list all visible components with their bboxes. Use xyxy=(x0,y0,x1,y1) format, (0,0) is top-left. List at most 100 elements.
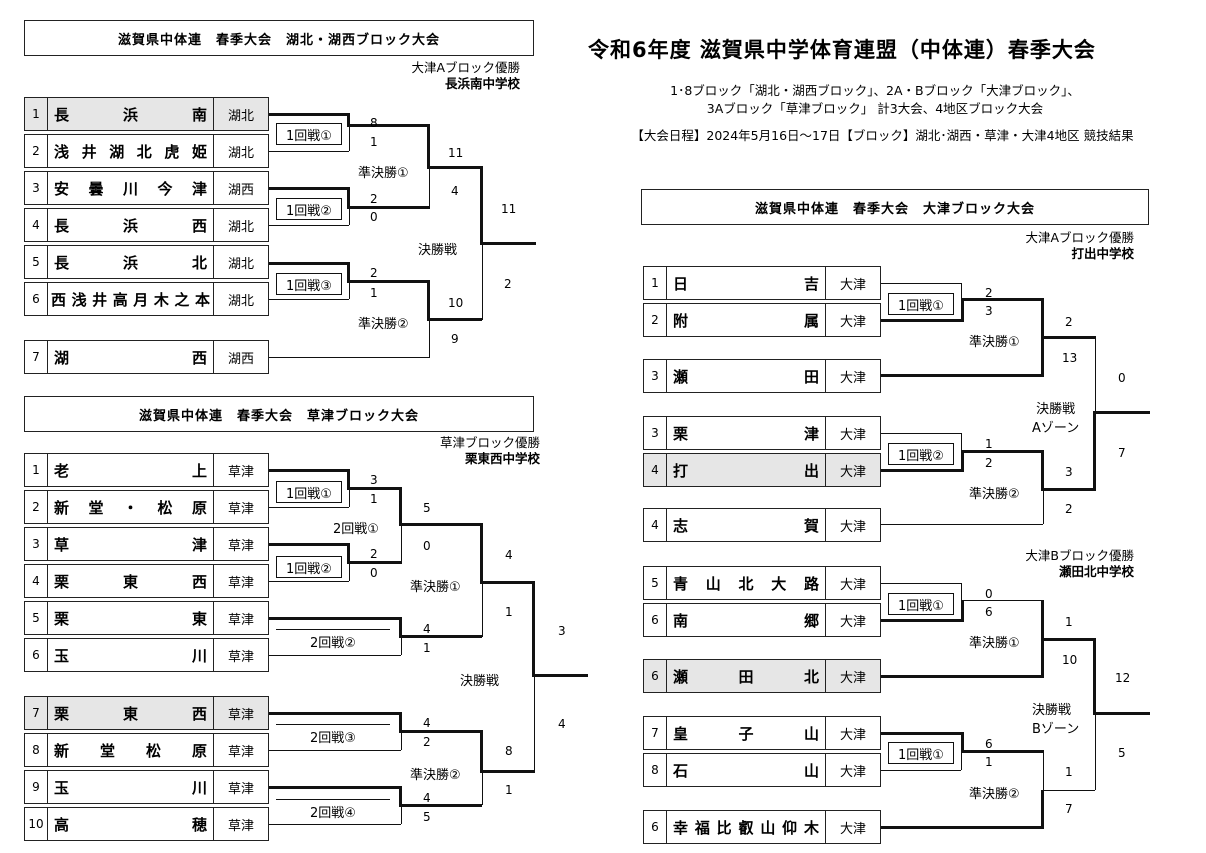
team-name: 高穂 xyxy=(54,815,207,834)
team-region: 草津 xyxy=(213,454,268,486)
team-name: 玉川 xyxy=(54,778,207,797)
kohoku-title: 滋賀県中体連 春季大会 湖北・湖西ブロック大会 xyxy=(24,20,534,56)
bracket-line xyxy=(399,730,482,733)
bracket-line xyxy=(269,225,349,226)
bracket-line xyxy=(1041,450,1044,490)
kohoku-sfa-label: 準決勝① xyxy=(358,166,409,181)
bracket-line xyxy=(347,487,402,490)
team-number: 1 xyxy=(644,267,667,299)
score: 4 xyxy=(558,717,566,731)
score: 1 xyxy=(985,755,993,769)
bracket-line xyxy=(881,770,961,771)
kusatsu-champion: 草津ブロック優勝 栗東西中学校 xyxy=(330,435,540,467)
score: 9 xyxy=(451,332,459,346)
score: 2 xyxy=(370,266,378,280)
team-name: 湖西 xyxy=(54,348,207,367)
bracket-line xyxy=(961,750,1044,753)
bracket-line xyxy=(399,523,482,526)
team-name: 栗東西 xyxy=(54,704,207,723)
team-number: 6 xyxy=(644,604,667,636)
bracket-line xyxy=(349,489,350,507)
bracket-line xyxy=(269,786,402,789)
team-region: 湖北 xyxy=(213,246,268,278)
kusatsu-r2a-label: 2回戦① xyxy=(333,522,379,537)
score: 1 xyxy=(505,605,513,619)
bracket-line xyxy=(961,300,964,322)
bracket-line xyxy=(427,166,482,169)
bracket-line xyxy=(1095,336,1096,412)
team-number: 8 xyxy=(25,734,48,766)
team-name: 浅井湖北虎姫 xyxy=(54,142,207,161)
bracket-line xyxy=(269,655,401,656)
bracket-line xyxy=(399,635,482,638)
bracket-line xyxy=(269,824,401,825)
team-number: 2 xyxy=(25,135,48,167)
bracket-line xyxy=(347,113,350,125)
bracket-line xyxy=(269,750,401,751)
team-region: 大津 xyxy=(825,304,880,336)
team-name: 石山 xyxy=(673,761,819,780)
bracket-line xyxy=(401,525,402,562)
bracket-line xyxy=(961,283,962,299)
otsu-champion-b: 大津Bブロック優勝 瀬田北中学校 xyxy=(920,548,1134,580)
bracket-line xyxy=(534,676,535,772)
bracket-line xyxy=(1093,638,1096,714)
subtitle-line-1: 1･8ブロック「湖北・湖西ブロック」、2A・Bブロック「大津ブロック」、 xyxy=(670,83,1080,98)
score: 2 xyxy=(1065,315,1073,329)
otsu-champ-a-school: 打出中学校 xyxy=(1071,246,1134,261)
team-region: 草津 xyxy=(213,602,268,634)
bracket-line xyxy=(881,524,1043,525)
kusatsu-final-label: 決勝戦 xyxy=(460,674,500,689)
team-number: 5 xyxy=(25,602,48,634)
score: 0 xyxy=(423,539,431,553)
bracket-line xyxy=(961,583,962,600)
bracket-line xyxy=(532,581,535,676)
team-number: 5 xyxy=(644,567,667,599)
bracket-line xyxy=(1041,336,1044,377)
bracket-line xyxy=(399,617,402,637)
score: 2 xyxy=(370,547,378,561)
kusatsu-r1a-label: 1回戦① xyxy=(276,481,342,503)
team-name: 長浜北 xyxy=(54,253,207,272)
team-number: 4 xyxy=(644,454,667,486)
kusatsu-r2b-label: 2回戦② xyxy=(276,629,390,652)
team-region: 大津 xyxy=(825,509,880,541)
team-name: 志賀 xyxy=(673,516,819,535)
score: 8 xyxy=(505,744,513,758)
otsu-title: 滋賀県中体連 春季大会 大津ブロック大会 xyxy=(641,189,1149,225)
bracket-line xyxy=(1093,411,1150,414)
team-name: 附属 xyxy=(673,311,819,330)
score: 2 xyxy=(370,192,378,206)
bracket-line xyxy=(961,433,962,450)
bracket-line xyxy=(401,732,402,750)
team-number: 4 xyxy=(25,565,48,597)
bracket-line xyxy=(399,786,402,806)
bracket-line xyxy=(1041,638,1044,678)
otsu-a-sfa-label: 準決勝① xyxy=(969,335,1020,350)
score: 3 xyxy=(370,473,378,487)
team-region: 湖北 xyxy=(213,135,268,167)
bracket-line xyxy=(881,469,964,472)
kohoku-champ-school: 長浜南中学校 xyxy=(444,76,520,91)
team-name: 老上 xyxy=(54,461,207,480)
team-name: 新堂松原 xyxy=(54,741,207,760)
bracket-line xyxy=(1093,712,1150,715)
otsu-a-r1-label: 1回戦① xyxy=(888,293,954,315)
team-name: 日吉 xyxy=(673,274,819,293)
team-name: 西浅井高月木之本 xyxy=(51,290,210,309)
kusatsu-champ-school: 栗東西中学校 xyxy=(464,451,540,466)
team-region: 大津 xyxy=(825,567,880,599)
bracket-line xyxy=(1041,336,1096,339)
bracket-line xyxy=(961,600,1043,601)
